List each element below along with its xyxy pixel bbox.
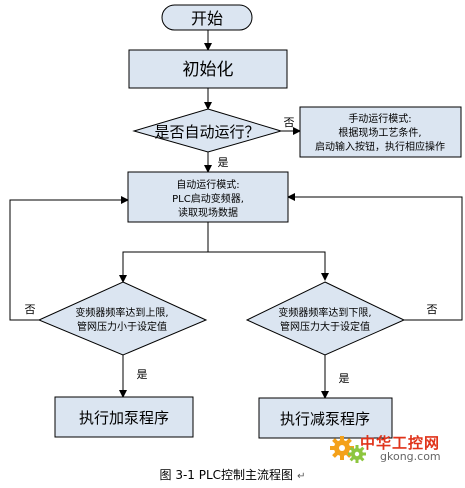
decision-upper-line-2: 管网压力小于设定值 xyxy=(77,320,167,333)
decision-upper-line-1: 变频器频率达到上限, xyxy=(75,306,168,319)
decision-auto-label: 是否自动运行？ xyxy=(154,123,259,141)
manual-node xyxy=(299,106,462,158)
manual-line-3: 启动输入按钮，执行相应操作 xyxy=(315,140,445,153)
decision-lower-node xyxy=(245,281,406,356)
label-no-manual: 否 xyxy=(284,116,295,129)
decision-lower-line-1: 变频器频率达到下限, xyxy=(278,306,371,319)
add-pump-node xyxy=(54,396,194,438)
figure-caption: 图 3-1 PLC控制主流程图↵ xyxy=(0,466,465,483)
start-label: 开始 xyxy=(191,9,223,28)
line-lower-loop xyxy=(287,193,463,321)
reduce-pump-node xyxy=(258,397,393,439)
init-label: 初始化 xyxy=(183,60,234,80)
add-pump-label: 执行加泵程序 xyxy=(79,409,169,427)
line-auto-branch-right xyxy=(208,251,329,281)
init-node xyxy=(128,49,288,89)
manual-line-1: 手动运行模式: xyxy=(348,112,411,125)
label-no-lower: 否 xyxy=(427,303,438,316)
auto-line-2: PLC启动变频器, xyxy=(172,192,244,205)
label-yes-auto: 是 xyxy=(218,156,229,169)
label-yes-upper: 是 xyxy=(137,368,148,381)
watermark-title: 中华工控网 xyxy=(360,434,441,452)
auto-line-3: 读取现场数据 xyxy=(178,206,238,219)
connectors xyxy=(9,30,463,399)
caption-text: 图 3-1 PLC控制主流程图 xyxy=(159,468,294,482)
watermark-logo: 中华工控网 gkong.com xyxy=(328,430,458,466)
line-auto-branch xyxy=(119,222,209,283)
auto-node xyxy=(127,171,289,223)
line-upper-loop xyxy=(9,196,129,321)
label-no-upper: 否 xyxy=(25,303,36,316)
decision-auto-node xyxy=(132,108,283,153)
decision-upper-node xyxy=(37,281,208,356)
label-yes-lower: 是 xyxy=(339,372,350,385)
watermark-url: gkong.com xyxy=(380,450,441,463)
return-mark-icon: ↵ xyxy=(297,471,306,482)
decision-lower-line-2: 管网压力大于设定值 xyxy=(280,320,370,333)
manual-line-2: 根据现场工艺条件, xyxy=(338,126,421,139)
auto-line-1: 自动运行模式: xyxy=(176,178,239,191)
reduce-pump-label: 执行减泵程序 xyxy=(280,410,370,428)
gear-icon xyxy=(330,436,366,463)
start-node xyxy=(161,4,253,31)
